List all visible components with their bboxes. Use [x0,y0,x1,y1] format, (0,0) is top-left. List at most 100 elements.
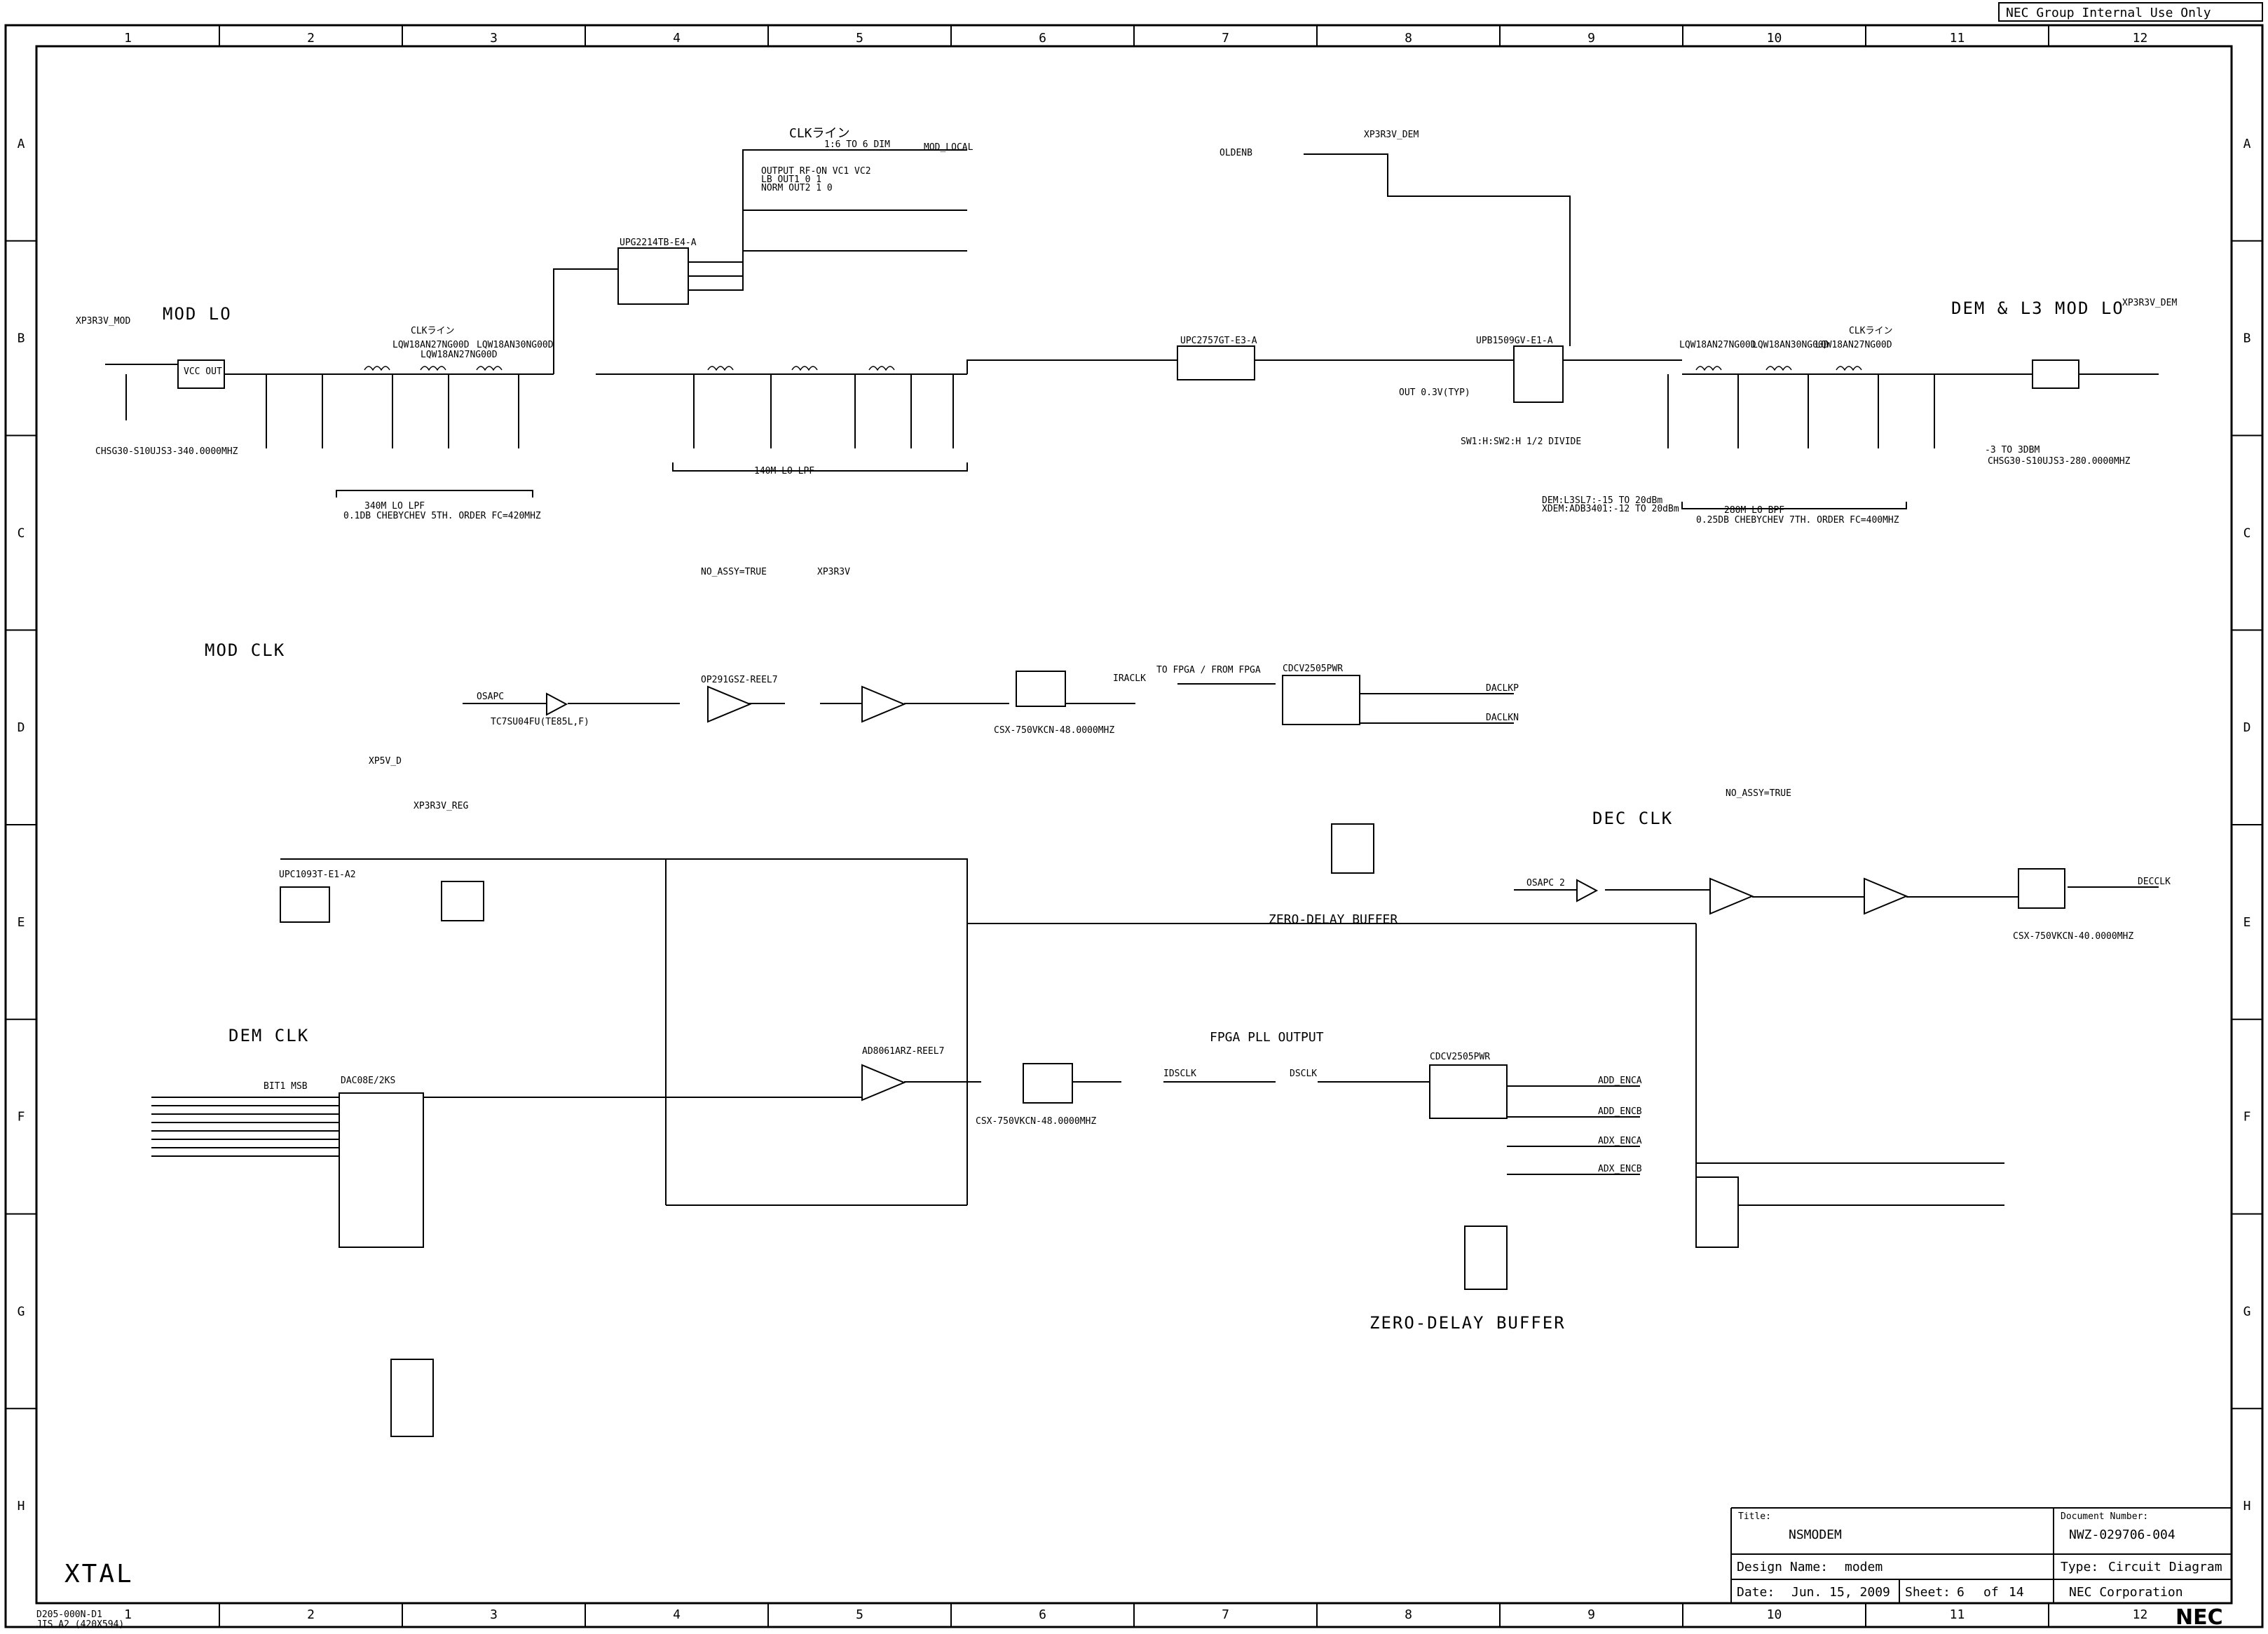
dec-opamp-b [1864,877,1908,915]
add-enca-net: ADD_ENCA [1598,1076,1642,1086]
dem-clk-block: DEM CLK BIT1 MSB DAC08E/2KS AD8061ARZ-RE… [151,924,2004,1437]
type-label: Type: [2061,1560,2098,1574]
mod-osc-part: CHSG30-S10UJS3-340.0000MHZ [95,446,238,457]
title-block-lines [1730,1507,2232,1603]
lo-140-wire [596,359,1177,375]
divider-ic [1513,345,1564,403]
col-number: 5 [856,31,863,46]
row-letter: A [2243,137,2251,151]
opamp-b [861,685,906,723]
col-number: 3 [490,31,498,46]
row-letter: B [2243,331,2251,346]
mod-lo-supply: XP3R3V_MOD [76,316,130,327]
mod-clk-chain [463,683,1276,704]
dem-osc-part: CHSG30-S10UJS3-280.0000MHZ [1988,456,2131,467]
xp5v-d-net: XP5V_D [369,756,402,767]
lpf-bracket [336,490,533,497]
row-letter: H [2243,1499,2251,1513]
dem-lo-shunts [1667,374,1935,448]
row-letter: D [18,720,25,735]
row-letter: E [2243,915,2251,930]
opamp-a [707,685,752,723]
out-table-r3: NORM OUT2 1 0 [761,183,833,193]
col-number: 12 [2133,1607,2148,1622]
company: NEC Corporation [2069,1585,2183,1600]
bias-block: XP5V_D XP3R3V_REG UPC1093T-E1-A2 [279,756,1696,1205]
section-fpga-pll: FPGA PLL OUTPUT [1210,1030,1324,1045]
dac-clk-wires [1360,693,1514,724]
osc-vcc-label: VCC OUT [184,366,222,377]
regulator-part: UPC1093T-E1-A2 [279,870,356,880]
clk-div-note: 1:6 TO 6 DIM [824,139,890,150]
adx-enca-net: ADX_ENCA [1598,1136,1642,1146]
row-letter: F [2243,1110,2251,1125]
mod-lo-lpf: 340M LO LPF [364,501,425,512]
row-letter: D [2243,720,2251,735]
internal-stamp: NEC Group Internal Use Only [2006,6,2211,20]
mod-lo-shunts [125,374,519,448]
lo-level: -3 TO 3DBM [1985,445,2040,455]
ref-ic [441,881,484,921]
dem-opamp [861,1064,906,1101]
dem-supply: XP3R3V_DEM [1364,130,1419,140]
add-encb-net: ADD_ENCB [1598,1106,1642,1117]
dem-osc [1023,1063,1073,1104]
out-table-r1: OUTPUT RF-ON VC1 VC2 [761,166,871,177]
section-mod-lo: MOD LO [163,304,232,324]
of-value: 14 [2009,1585,2024,1600]
dem-opamp-part: AD8061ARZ-REEL7 [862,1046,944,1057]
col-number: 4 [673,1607,681,1622]
lpf-140-bracket [672,462,968,472]
dem-lo-inductors [1695,366,1862,371]
bit1-msb: BIT1 MSB [264,1081,308,1092]
mod-l2-part: LQW18AN27NG00D [421,350,498,360]
row-letter: C [18,526,25,540]
decclk-net: DECCLK [2138,877,2171,887]
section-dem-l3: DEM & L3 MOD LO [1951,298,2124,318]
oldenb-net: OLDENB [1220,148,1252,158]
dem-clk-line: CLKライン [1849,326,1892,336]
dem-l2-part: LQW18AN30NG00D [1752,340,1829,350]
col-number: 12 [2133,31,2148,46]
amp-part: UPC2757GT-E3-A [1180,336,1257,346]
footer-size: JIS A2 (420X594) [36,1619,124,1630]
adx-encb-net: ADX_ENCB [1598,1164,1642,1174]
zdb-small-part: CDCV2505PWR [1283,664,1343,674]
zdb-small [1282,675,1360,725]
daclkp-net: DACLKP [1486,683,1519,694]
internal-stamp-box [1998,2,2263,22]
out-note: OUT 0.3V(TYP) [1399,387,1470,398]
no-assy-mod: NO_ASSY=TRUE [701,567,767,577]
of-label: of [1983,1585,1999,1600]
col-number: 1 [124,31,132,46]
docnum-label: Document Number: [2061,1511,2148,1522]
xp3r3v-reg-net: XP3R3V_REG [414,801,468,811]
clk-line-top: CLKライン [789,126,850,141]
row-letter: F [18,1110,25,1125]
lpf-140-shunts [693,374,954,448]
mod-clk-block: MOD CLK OSAPC TC7SU04FU(TE85L,F) OP291GS… [205,567,1519,927]
mod-local-net: MOD_LOCAL [924,142,974,153]
no-assy-dec: NO_ASSY=TRUE [1726,788,1791,799]
col-number: 11 [1950,31,1965,46]
bpf-spec: 0.25DB CHEBYCHEV 7TH. ORDER FC=400MHZ [1696,515,1899,526]
col-number: 9 [1587,1607,1595,1622]
section-zdb-large: ZERO-DELAY BUFFER [1369,1313,1566,1333]
out-table-r2: LB OUT1 0 1 [761,174,821,185]
nec-logo: NEC [2175,1605,2223,1630]
regulator-ic [280,886,330,923]
col-number: 11 [1950,1607,1965,1622]
dac-ic [339,1092,424,1248]
enc-wires [1507,1085,1640,1175]
col-number: 8 [1405,1607,1412,1622]
lpf-140-inductors [707,366,895,371]
col-number: 6 [1039,31,1046,46]
col-number: 8 [1405,31,1412,46]
dec-clk-chain [1514,886,2159,898]
divider-wires [1255,153,1682,361]
col-number: 5 [856,1607,863,1622]
col-number: 4 [673,31,681,46]
dec-osc [2018,868,2065,909]
xp3r3v-mod: XP3R3V [817,567,850,577]
